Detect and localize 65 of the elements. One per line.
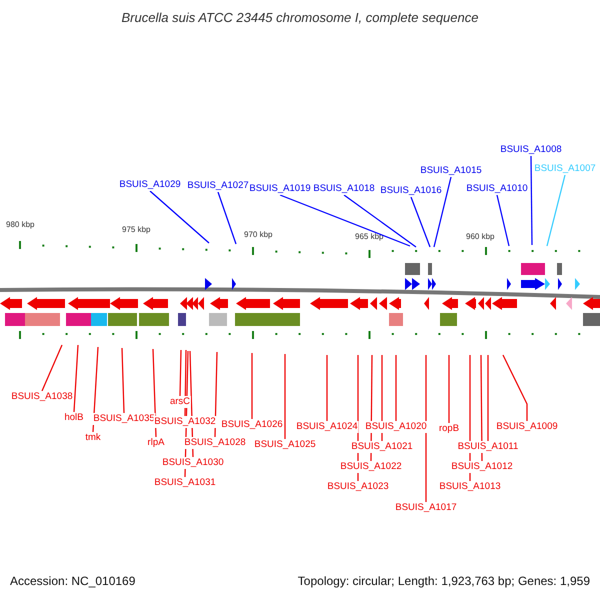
leader-line: [121, 348, 125, 414]
gene-label: BSUIS_A1029: [118, 179, 182, 191]
leader-line: [326, 355, 328, 421]
leader-line: [480, 355, 483, 461]
gene-label: BSUIS_A1031: [153, 477, 217, 489]
leader-line: [344, 194, 416, 248]
gene-label: BSUIS_A1012: [450, 461, 514, 473]
gene-label: BSUIS_A1011: [456, 441, 520, 453]
gene-label: rlpA: [146, 437, 166, 449]
gene-label: BSUIS_A1017: [394, 502, 458, 514]
gene-label: BSUIS_A1023: [326, 481, 390, 493]
scale-label: 965 kbp: [355, 231, 384, 243]
leader-line: [425, 355, 427, 502]
scale-label: 970 kbp: [244, 229, 272, 241]
gene-label: BSUIS_A1026: [220, 419, 284, 431]
leader-line: [546, 174, 566, 246]
gene-label: BSUIS_A1009: [495, 421, 559, 433]
leader-line: [184, 350, 187, 416]
gene-label: BSUIS_A1032: [153, 416, 217, 428]
leader-line: [150, 190, 210, 244]
gene-label: BSUIS_A1024: [295, 421, 359, 433]
gene-label: BSUIS_A1013: [438, 481, 502, 493]
leader-line: [487, 355, 489, 441]
leader-line: [152, 348, 157, 438]
leader-line: [217, 192, 237, 244]
gene-label: BSUIS_A1007: [533, 163, 597, 175]
scale-label: 980 kbp: [6, 219, 34, 231]
leader-line: [433, 176, 452, 248]
leader-line: [179, 350, 182, 396]
genome-stats-text: Topology: circular; Length: 1,923,763 bp; Genes: 1,959: [298, 574, 590, 588]
gene-label: BSUIS_A1019: [248, 183, 312, 195]
leader-line: [496, 194, 510, 246]
leader-line: [395, 355, 397, 421]
gene-label: BSUIS_A1010: [465, 183, 529, 195]
leader-line: [73, 344, 79, 412]
gene-label: BSUIS_A1021: [350, 441, 414, 453]
gene-label: BSUIS_A1008: [499, 144, 563, 156]
accession-text: Accession: NC_010169: [10, 574, 136, 588]
leader-line: [502, 354, 528, 421]
gene-label: BSUIS_A1038: [10, 391, 74, 403]
title: Brucella suis ATCC 23445 chromosome I, complete sequence: [120, 10, 480, 26]
scale-label: 975 kbp: [122, 224, 150, 236]
leader-line: [92, 346, 99, 432]
leader-line: [280, 194, 410, 247]
gene-label: BSUIS_A1018: [312, 183, 376, 195]
gene-label: BSUIS_A1028: [183, 437, 247, 449]
gene-label: BSUIS_A1022: [339, 461, 403, 473]
leader-line: [251, 353, 253, 419]
gene-label: BSUIS_A1016: [379, 185, 443, 197]
gene-label: arsC: [168, 396, 192, 408]
gene-label: BSUIS_A1015: [419, 165, 483, 177]
gene-label: BSUIS_A1027: [186, 180, 250, 192]
scale-label: 960 kbp: [466, 231, 494, 243]
leader-line: [214, 352, 218, 438]
leader-line: [284, 354, 286, 439]
leader-line: [530, 156, 533, 245]
gene-label: ropB: [438, 423, 460, 435]
leader-line: [410, 196, 431, 248]
gene-label: BSUIS_A1020: [364, 421, 428, 433]
gene-label: BSUIS_A1035: [92, 413, 156, 425]
leader-line: [448, 355, 450, 423]
gene-label: BSUIS_A1025: [253, 439, 317, 451]
leader-line: [41, 344, 63, 392]
gene-label: BSUIS_A1030: [161, 457, 225, 469]
leader-line: [381, 355, 383, 441]
